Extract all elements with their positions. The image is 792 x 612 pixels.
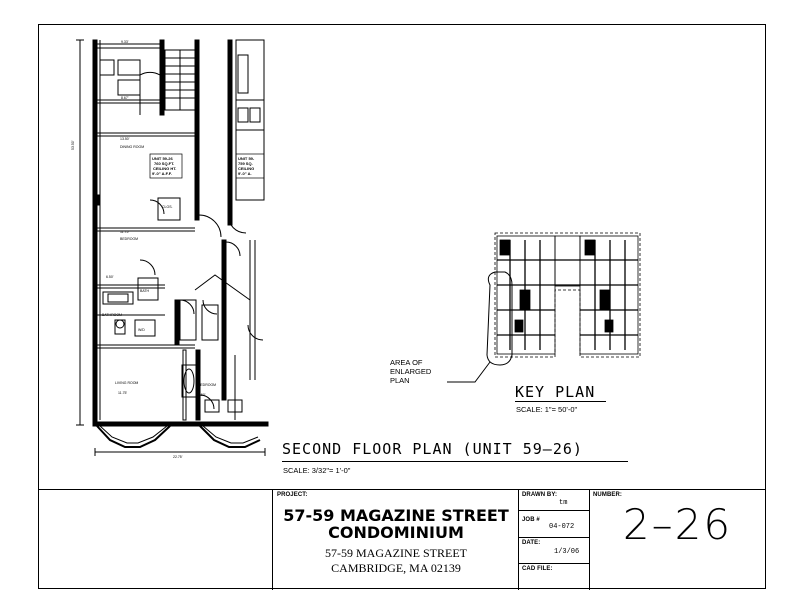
key-plan-underline xyxy=(515,401,606,402)
cad-file-label: CAD FILE: xyxy=(522,566,553,572)
room-label: BEDROOM xyxy=(120,237,138,241)
room-label: CLOS. xyxy=(162,205,173,209)
key-plan-drawing xyxy=(447,232,641,383)
dimension-label: 22.75' xyxy=(173,455,183,459)
room-label: DINING ROOM xyxy=(120,145,144,149)
area-note-line: AREA OF xyxy=(390,358,423,367)
dimension-label: 8.67' xyxy=(121,96,129,100)
unit-info: 9'-0" A.F.F. xyxy=(152,171,172,176)
sheet-number: 2–26 xyxy=(622,500,733,549)
key-plan-title: KEY PLAN xyxy=(515,383,596,401)
room-label: BATHROOM xyxy=(102,313,122,317)
date-value: 1/3/06 xyxy=(554,548,580,556)
dimension-label: 13.50' xyxy=(120,137,130,141)
job-label: JOB # xyxy=(522,517,540,523)
project-name: 57-59 MAGAZINE STREET xyxy=(283,506,509,525)
dimension-label: 11.75' xyxy=(118,391,127,395)
unit-info: CEILING xyxy=(238,166,254,171)
room-label: BATH xyxy=(140,289,150,293)
project-cell: PROJECT: 57-59 MAGAZINE STREET CONDOMINI… xyxy=(273,490,519,590)
date-cell: DATE: 1/3/06 xyxy=(519,538,590,564)
area-note-line: PLAN xyxy=(390,376,410,385)
title-underline xyxy=(282,461,628,462)
drawing-title: SECOND FLOOR PLAN (UNIT 59–26) xyxy=(282,440,583,458)
dimension-label: 6.50' xyxy=(106,275,114,279)
project-name: CONDOMINIUM xyxy=(328,523,464,542)
drawn-by-value: tm xyxy=(559,499,568,507)
sheet-border xyxy=(38,24,766,589)
key-plan-scale: SCALE: 1"= 50'-0" xyxy=(516,405,578,414)
project-label: PROJECT: xyxy=(277,492,308,498)
dimension-label: 53.50' xyxy=(71,140,75,150)
unit-info: 760 SQ.FT. xyxy=(154,161,174,166)
dimension-label: 9.50' xyxy=(198,393,206,397)
unit-info: UNIT 59- xyxy=(238,156,255,161)
number-label: NUMBER: xyxy=(593,492,623,498)
dimension-label: 11.75' xyxy=(120,230,129,234)
drawn-by-cell: DRAWN BY: tm xyxy=(519,490,590,511)
area-note-line: ENLARGED xyxy=(390,367,432,376)
unit-info: 759 SQ. xyxy=(238,161,253,166)
room-label: W/D xyxy=(138,328,145,332)
unit-info: UNIT 59-26 xyxy=(152,156,173,161)
title-block-blank-cell xyxy=(38,490,273,590)
room-label: BEDROOM xyxy=(198,383,216,387)
dimension-label: 9.33' xyxy=(121,40,129,44)
drawing-scale: SCALE: 3/32"= 1'-0" xyxy=(283,466,351,475)
date-label: DATE: xyxy=(522,540,541,546)
key-plan-area-note: AREA OF ENLARGED PLAN xyxy=(390,358,431,385)
unit-info: 9'-0" A. xyxy=(238,171,252,176)
drawn-by-label: DRAWN BY: xyxy=(522,492,558,498)
title-block: PROJECT: 57-59 MAGAZINE STREET CONDOMINI… xyxy=(38,489,766,590)
sheet-number-cell: NUMBER: 2–26 xyxy=(590,490,766,564)
room-label: LIVING ROOM xyxy=(115,381,138,385)
job-cell: JOB # 04-072 xyxy=(519,511,590,538)
project-address: 57-59 MAGAZINE STREET xyxy=(325,546,467,560)
unit-info: CEILING HT. xyxy=(153,166,176,171)
cad-file-cell: CAD FILE: xyxy=(519,564,590,590)
project-address: CAMBRIDGE, MA 02139 xyxy=(331,561,461,575)
job-value: 04-072 xyxy=(549,523,575,531)
